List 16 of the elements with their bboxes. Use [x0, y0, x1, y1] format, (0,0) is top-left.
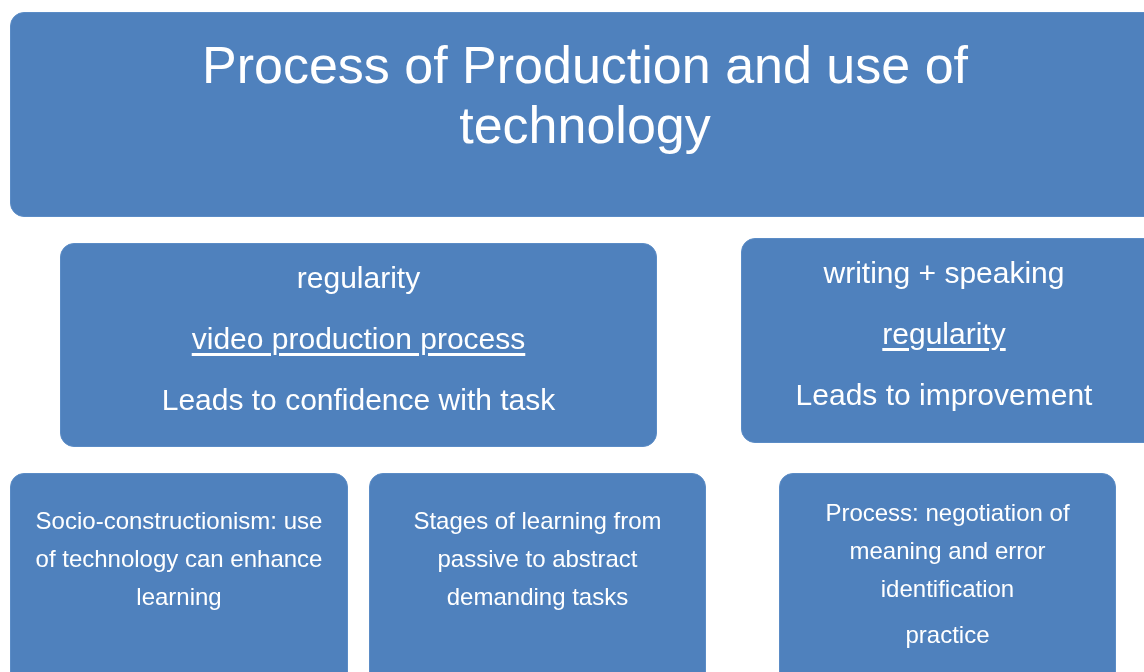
title-text: Process of Production and use of technology	[201, 35, 969, 155]
text-box	[60, 243, 657, 447]
box-text: Socio-constructionism: use of technology can enhance learning	[34, 506, 324, 612]
box-text: Leads to confidence with task	[161, 382, 556, 418]
box-text: Stages of learning from passive to abstract demanding tasks	[412, 506, 663, 612]
text-box	[369, 473, 706, 672]
box-text: Leads to improvement	[795, 377, 1093, 413]
box-text: practice	[905, 620, 990, 650]
box-text: writing + speaking	[823, 255, 1065, 291]
box-text: video production process	[191, 321, 526, 357]
box-text: regularity	[296, 260, 421, 296]
box-text: regularity	[882, 316, 1006, 352]
title-box	[10, 12, 1144, 217]
text-box	[10, 473, 348, 672]
text-box	[741, 238, 1144, 443]
text-box	[779, 473, 1116, 672]
